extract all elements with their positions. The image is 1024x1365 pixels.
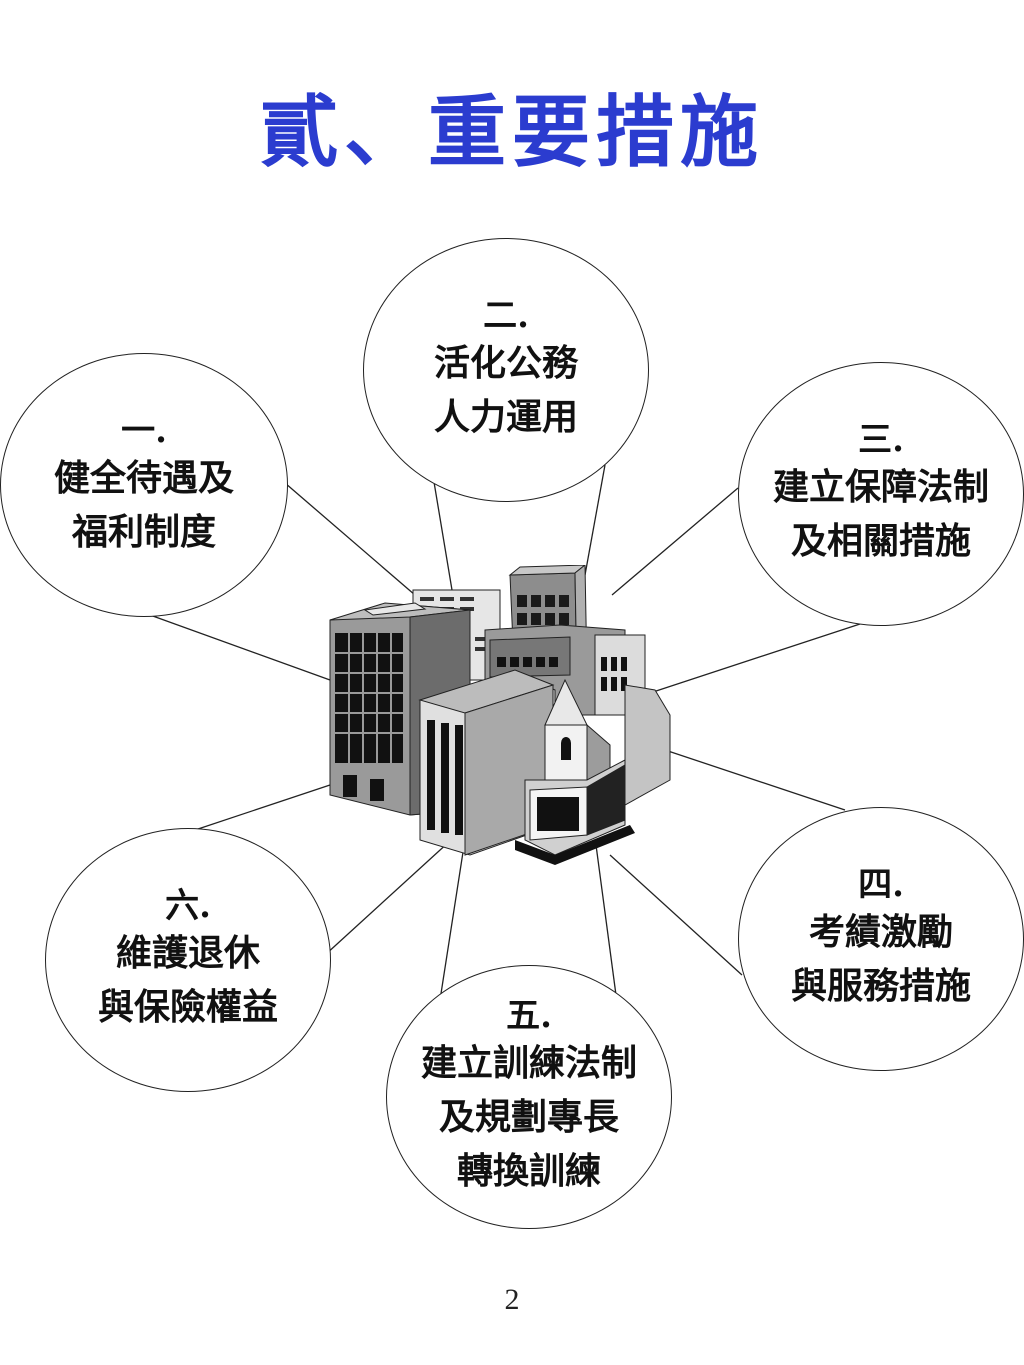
measure-4-line-2: 與服務措施 — [790, 965, 971, 1007]
measure-1-line-2: 福利制度 — [71, 511, 216, 553]
measure-6-number: 六. — [165, 886, 211, 926]
measure-node-2: 二. 活化公務 人力運用 — [363, 238, 649, 502]
measure-node-6: 六. 維護退休 與保險權益 — [45, 828, 331, 1092]
measure-node-1: 一. 健全待遇及 福利制度 — [0, 353, 288, 617]
measure-6-line-1: 維護退休 — [115, 932, 260, 974]
page-number: 2 — [504, 1283, 520, 1316]
measure-node-4: 四. 考績激勵 與服務措施 — [738, 807, 1024, 1071]
measure-1-line-1: 健全待遇及 — [53, 457, 234, 499]
measure-3-line-2: 及相關措施 — [790, 520, 971, 562]
connector-1b — [149, 614, 331, 681]
measure-2-line-1: 活化公務 — [433, 342, 578, 384]
measure-6-line-2: 與保險權益 — [97, 986, 278, 1028]
measure-4-number: 四. — [858, 865, 904, 905]
measure-3-line-1: 建立保障法制 — [772, 466, 989, 508]
connector-1a — [284, 482, 416, 596]
measure-node-3: 三. 建立保障法制 及相關措施 — [738, 362, 1024, 626]
measure-2-number: 二. — [483, 296, 529, 336]
measure-3-number: 三. — [858, 420, 904, 460]
connector-3b — [649, 623, 861, 694]
measure-node-5: 五. 建立訓練法制 及規劃專長 轉換訓練 — [386, 965, 672, 1229]
connector-6a — [194, 784, 331, 831]
connector-2a — [431, 469, 453, 591]
slide-title: 貳、重要措施 — [259, 87, 764, 178]
measure-1-number: 一. — [121, 411, 167, 451]
measure-2-line-2: 人力運用 — [433, 396, 578, 438]
measure-5-line-1: 建立訓練法制 — [420, 1042, 637, 1084]
connector-3a — [611, 487, 739, 596]
measure-4-line-1: 考績激勵 — [808, 911, 953, 953]
measure-5-line-3: 轉換訓練 — [456, 1150, 601, 1192]
connector-6b — [324, 829, 463, 956]
office-buildings-clipart — [329, 565, 671, 865]
connector-5b — [595, 844, 617, 996]
connector-2b — [584, 464, 606, 576]
connector-4a — [664, 749, 846, 811]
measure-5-number: 五. — [506, 996, 552, 1036]
connector-4b — [609, 854, 743, 976]
measure-5-line-2: 及規劃專長 — [438, 1096, 619, 1138]
